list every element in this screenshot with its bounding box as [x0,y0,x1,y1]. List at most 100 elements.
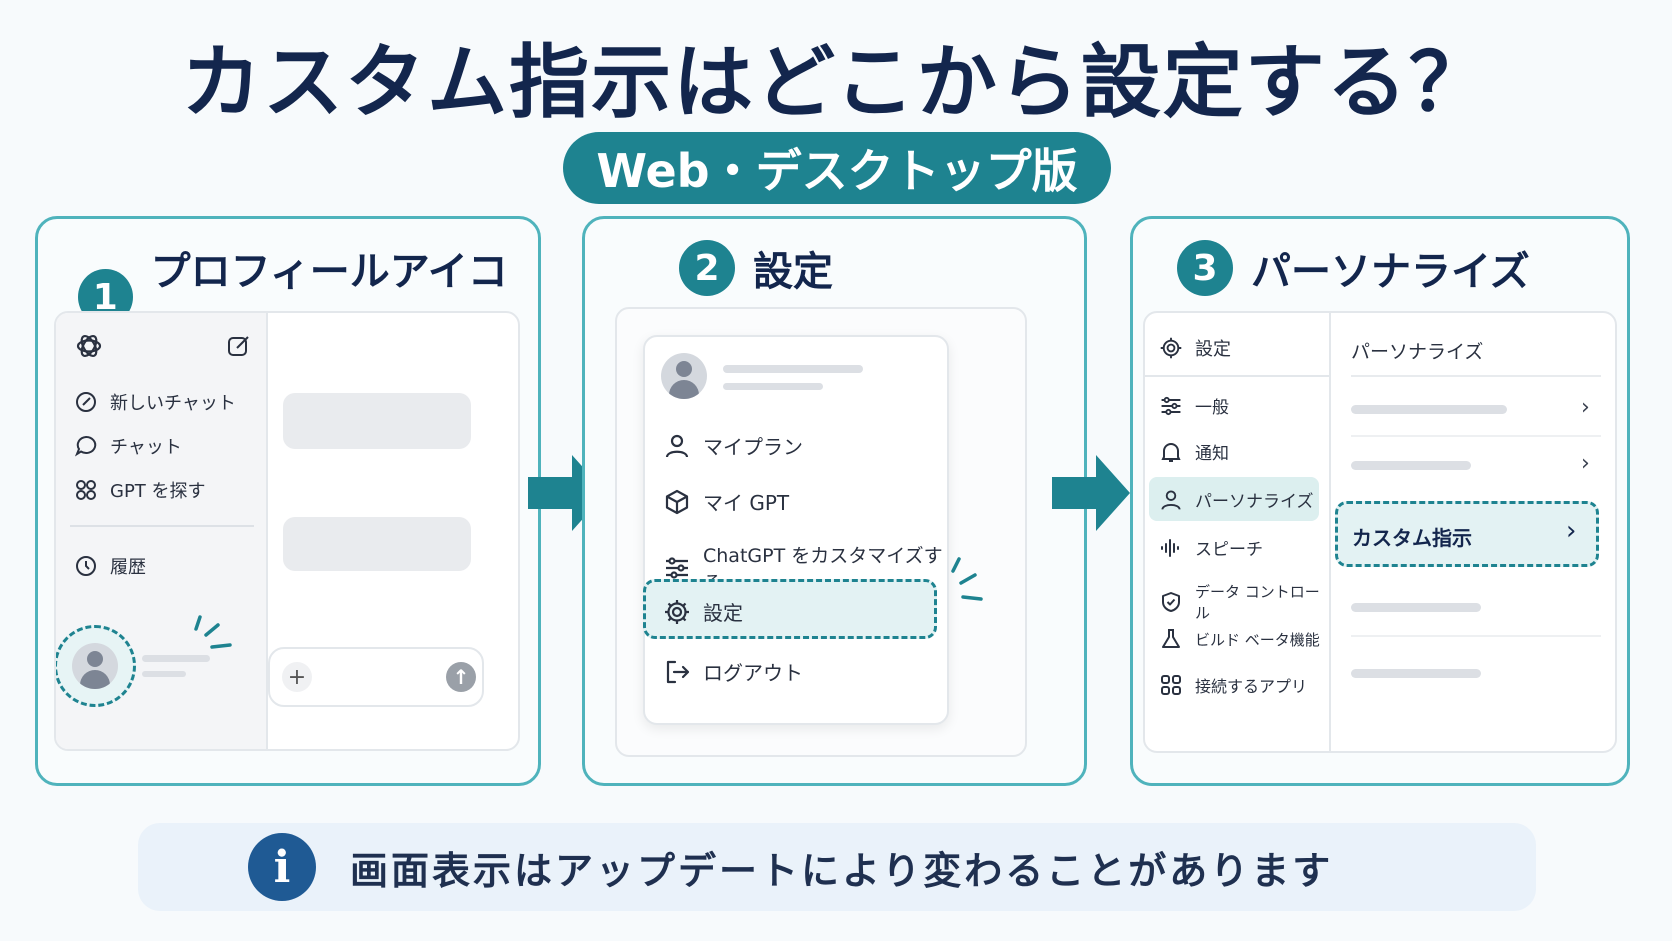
user-icon [663,432,691,460]
step-3-number: 3 [1177,240,1233,296]
step-2-title: 設定 [753,249,833,295]
settings-frame: マイプラン マイ GPT ChatGPT をカスタマイズする 設 [615,307,1027,757]
gear-icon [663,598,691,626]
grid-icon [74,478,98,502]
sidebar-item-history[interactable]: 履歴 [74,553,146,579]
send-button[interactable]: ↑ [446,662,476,692]
message-placeholder [283,517,471,571]
nav-item-label: 通知 [1195,444,1229,464]
divider [1351,635,1601,637]
composer[interactable]: + ↑ [268,647,484,707]
username-placeholder [723,365,863,373]
sidebar: 新しいチャット チャット GPT を探す 履歴 [56,313,268,749]
settings-dialog: 設定 一般 通知 パーソナライズ [1143,311,1617,753]
setting-row-placeholder [1351,405,1507,414]
divider [1145,375,1331,377]
logout-icon [663,658,691,686]
sidebar-item-new-chat[interactable]: 新しいチャット [74,389,236,415]
nav-item-label: ビルド ベータ機能 [1195,630,1320,649]
username-placeholder [142,655,210,662]
arrow-icon [1052,455,1130,531]
settings-header-label: 設定 [1195,339,1231,360]
avatar [661,353,707,399]
nav-item-connected-apps[interactable]: 接続するアプリ [1159,673,1307,697]
nav-item-general[interactable]: 一般 [1159,393,1229,418]
nav-item-notifications[interactable]: 通知 [1159,439,1229,464]
nav-item-label: 一般 [1195,398,1229,418]
clock-icon [74,554,98,578]
menu-item-label: マイプラン [703,435,803,459]
nav-item-label: データ コントロール [1195,583,1320,622]
nav-item-label: パーソナライズ [1195,492,1314,512]
settings-highlight [643,579,937,639]
sidebar-item-label: 新しいチャット [110,393,236,414]
sidebar-item-explore-gpts[interactable]: GPT を探す [74,477,206,503]
nav-item-speech[interactable]: スピーチ [1159,535,1263,560]
shield-icon [1159,590,1183,614]
custom-instructions-highlight[interactable]: カスタム指示 › [1335,501,1599,567]
sidebar-item-label: 履歴 [110,557,146,578]
cube-icon [663,488,691,516]
detail-header: パーソナライズ [1351,341,1484,363]
platform-badge: Web・デスクトップ版 [563,132,1111,204]
gear-icon [1159,336,1183,360]
divider [1351,435,1601,437]
nav-item-label: 接続するアプリ [1195,677,1308,696]
sparkle-icon [194,615,232,649]
account-menu: マイプラン マイ GPT ChatGPT をカスタマイズする 設 [643,335,949,725]
plus-button[interactable]: + [282,662,312,692]
menu-item-my-gpts[interactable]: マイ GPT [663,487,789,516]
email-placeholder [723,383,823,390]
menu-item-settings[interactable]: 設定 [663,597,743,626]
user-icon [1159,488,1183,512]
setting-row-placeholder [1351,669,1481,678]
page-title: カスタム指示はどこから設定する？ [181,36,1491,129]
sidebar-item-label: GPT を探す [110,481,206,502]
nav-item-beta-features[interactable]: ビルド ベータ機能 [1159,627,1320,651]
step-3-panel: 3 パーソナライズ 設定 一般 通知 [1130,216,1630,786]
grid-icon [1159,673,1183,697]
nav-item-personalize[interactable]: パーソナライズ [1159,487,1314,512]
menu-item-label: マイ GPT [703,491,790,515]
info-icon: i [248,833,316,901]
menu-item-my-plan[interactable]: マイプラン [663,431,803,460]
chevron-right-icon[interactable]: › [1581,451,1590,476]
setting-row-placeholder [1351,461,1471,470]
sidebar-item-chat[interactable]: チャット [74,433,182,459]
sliders-icon [663,554,691,582]
setting-row-placeholder [1351,603,1481,612]
step-3-title: パーソナライズ [1251,249,1530,295]
step-2-panel: 2 設定 マイプラン マイ GPT [582,216,1087,786]
info-note: i 画面表示はアップデートにより変わることがあります [138,823,1536,911]
avatar[interactable] [72,643,118,689]
flask-icon [1159,627,1183,651]
nav-item-data-controls[interactable]: データ コントロール [1159,581,1329,623]
info-note-text: 画面表示はアップデートにより変わることがあります [350,848,1334,893]
settings-nav: 設定 一般 通知 パーソナライズ [1145,313,1331,751]
menu-item-label: ログアウト [703,661,803,685]
custom-instructions-label: カスタム指示 [1352,526,1472,550]
sliders-icon [1159,394,1183,418]
chat-bubble-icon [74,434,98,458]
waveform-icon [1159,536,1183,560]
plan-placeholder [142,671,186,677]
divider [70,525,254,527]
nav-active-highlight [1149,477,1319,521]
menu-item-logout[interactable]: ログアウト [663,657,803,686]
chevron-right-icon: › [1566,516,1577,546]
compose-icon [74,390,98,414]
openai-logo-icon [74,331,104,365]
edit-icon[interactable] [226,333,252,363]
chat-app-mock: 新しいチャット チャット GPT を探す 履歴 [54,311,520,751]
chevron-right-icon[interactable]: › [1581,395,1590,420]
bell-icon [1159,440,1183,464]
divider [1351,375,1601,377]
sparkle-icon [951,557,983,601]
step-2-number: 2 [679,240,735,296]
settings-header: 設定 [1159,335,1231,361]
step-1-panel: 1 プロフィールアイコン 新しいチャット [35,216,541,786]
nav-item-label: スピーチ [1195,540,1263,560]
message-placeholder [283,393,471,449]
menu-item-label: 設定 [703,601,743,625]
sidebar-item-label: チャット [110,437,182,458]
